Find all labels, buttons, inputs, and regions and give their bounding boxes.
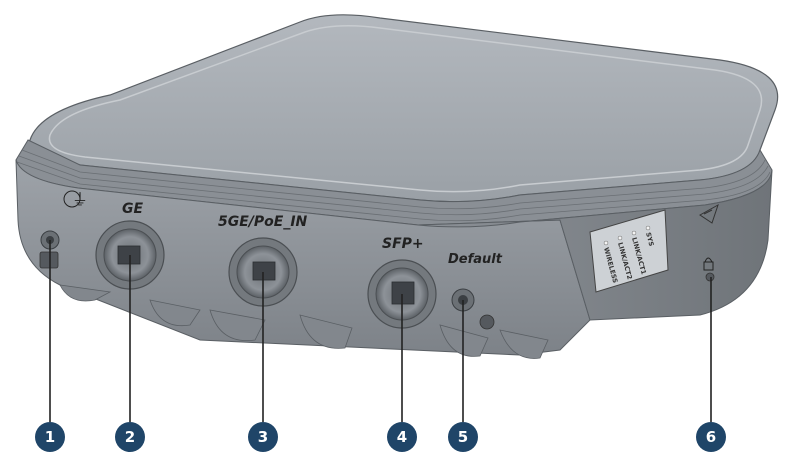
callout-badge-3: 3 (248, 422, 278, 452)
default-label: Default (448, 252, 503, 267)
rib-lines (16, 149, 771, 222)
poe-label: 5GE/PoE_IN (218, 214, 308, 230)
callout-number: 2 (125, 428, 135, 446)
callout-number: 6 (706, 428, 716, 446)
callout-badge-1: 1 (35, 422, 65, 452)
led-panel: WIRELESS LINK/ACT2 LINK/ACT1 SYS (589, 209, 669, 293)
callout-badge-6: 6 (696, 422, 726, 452)
lock-hole (703, 257, 715, 282)
callout-number: 1 (45, 428, 55, 446)
device-top-rim (48, 25, 763, 193)
bottom-fins (59, 284, 549, 359)
ground-symbol-ring (63, 190, 81, 208)
callout-badge-4: 4 (387, 422, 417, 452)
led-indicators (603, 225, 651, 246)
callout-lines (49, 240, 712, 422)
callout-number: 5 (458, 428, 468, 446)
callout-number: 4 (397, 428, 407, 446)
callout-badge-2: 2 (115, 422, 145, 452)
sfp-label: SFP+ (382, 236, 424, 252)
triangle-logo-icon (699, 203, 719, 224)
callout-number: 3 (258, 428, 268, 446)
ge-label: GE (122, 201, 143, 217)
callout-badge-5: 5 (448, 422, 478, 452)
led-label-sys: SYS (644, 231, 655, 247)
